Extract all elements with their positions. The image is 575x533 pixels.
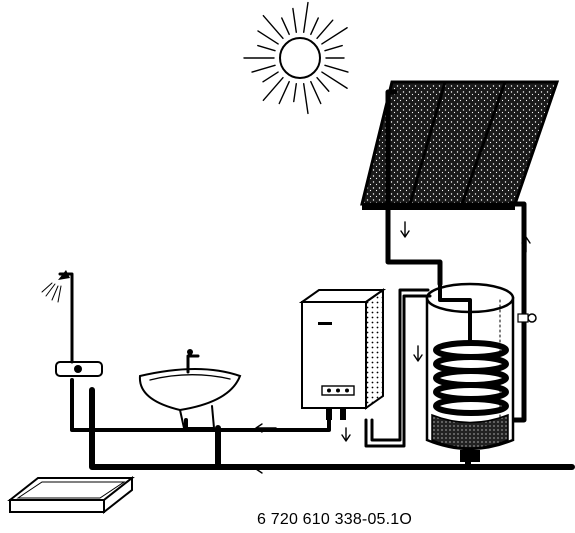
shower-icon [42, 270, 70, 302]
sun-ray [317, 20, 333, 38]
valve-icon [518, 314, 536, 322]
sun-ray [282, 18, 289, 34]
washbasin [140, 369, 240, 428]
sun-ray [263, 16, 283, 39]
sun-ray [311, 18, 318, 34]
sun-ray [258, 31, 278, 44]
sun-ray [263, 78, 283, 101]
sun-ray [258, 46, 275, 51]
shower-mixer [56, 274, 102, 376]
sun-ray [311, 82, 321, 104]
sun-ray [325, 46, 342, 51]
sun-ray [279, 82, 289, 104]
sun-ray [252, 65, 275, 72]
solar-collector [362, 82, 557, 210]
sun-icon [244, 3, 348, 114]
sun-ray [304, 3, 308, 33]
sun-ray [263, 72, 278, 82]
shower-tray [10, 478, 132, 512]
sun-ray [322, 28, 347, 44]
sun-ray [317, 78, 329, 92]
sun-ray [325, 65, 348, 72]
sun-ray [304, 84, 308, 114]
sun-ray [322, 72, 347, 88]
combi-boiler [302, 290, 383, 420]
figure-caption: 6 720 610 338-05.1O [257, 511, 412, 529]
sun-ray [293, 9, 296, 33]
sun-ray [294, 84, 297, 102]
